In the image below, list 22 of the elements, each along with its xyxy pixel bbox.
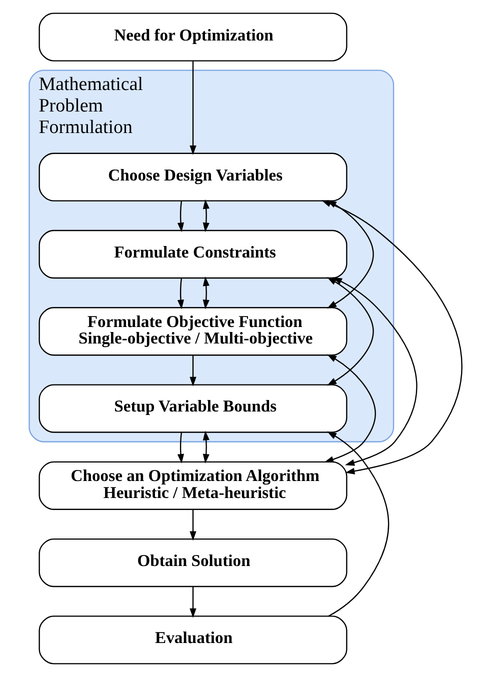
arrow — [190, 61, 196, 155]
node-box: Setup Variable Bounds — [38, 384, 348, 433]
node-box: Formulate Constraints — [38, 230, 348, 279]
arrow — [177, 432, 184, 464]
arrow — [202, 430, 210, 464]
node-box: Evaluation — [38, 616, 348, 664]
arrow — [202, 199, 210, 232]
arrow — [190, 355, 196, 386]
arrow — [177, 278, 184, 310]
arrow — [202, 276, 210, 310]
node-box: Choose an Optimization Algorithm Heuristic / Meta-heuristic — [38, 461, 348, 510]
arrow — [190, 586, 196, 618]
node-box: Choose Design Variables — [38, 152, 348, 202]
arrow — [332, 277, 418, 466]
arrow — [327, 431, 390, 617]
node-box: Obtain Solution — [38, 538, 348, 588]
node-box: Need for Optimization — [38, 12, 348, 62]
arrow — [324, 354, 376, 463]
arrow — [327, 277, 374, 386]
node-box: Formulate Objective Function Single-objective / Multi-objective — [38, 307, 348, 356]
arrow — [190, 510, 196, 541]
arrow — [177, 201, 184, 232]
